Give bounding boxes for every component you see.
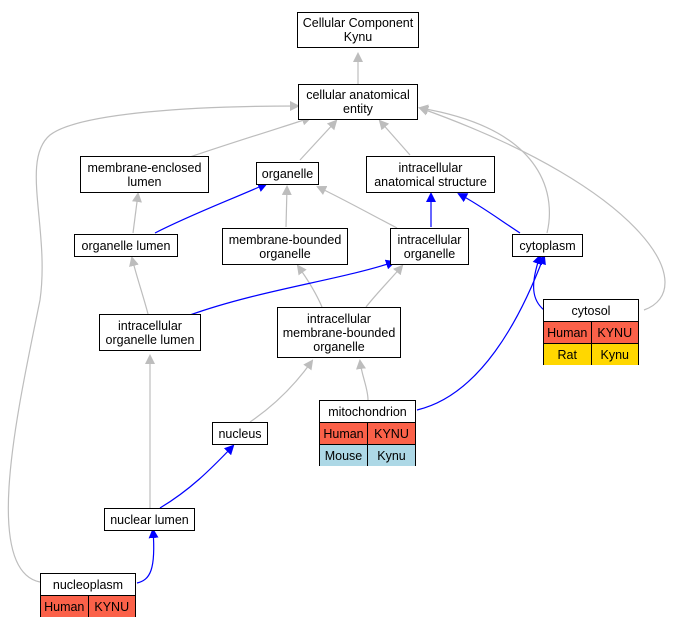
node-intracellular-organelle: intracellular organelle <box>390 228 469 265</box>
node-label-line: lumen <box>127 174 162 189</box>
node-organelle-lumen: organelle lumen <box>74 234 178 257</box>
species-cell: Human <box>323 426 364 441</box>
node-label-line: cytoplasm <box>519 238 576 253</box>
table-row: Mouse Kynu <box>320 445 415 466</box>
node-cytosol: cytosol Human KYNU Rat Kynu <box>543 299 639 365</box>
edge-io-org <box>316 185 398 229</box>
node-label-line: membrane-bounded <box>282 325 396 340</box>
node-membrane-bounded-organelle: membrane-bounded organelle <box>222 228 348 265</box>
table-row: Rat Kynu <box>544 344 638 365</box>
edge-nucleo-nl <box>136 528 159 584</box>
edge-nl-nucleus <box>159 444 235 509</box>
edge-mito-imbo <box>356 359 369 401</box>
edge-imbo-io <box>365 264 404 308</box>
edge-nucleus-imbo <box>249 359 314 423</box>
node-cellular-anatomical-entity: cellular anatomical entity <box>298 84 418 120</box>
node-label-line: membrane-enclosed <box>87 160 202 175</box>
edge-mbo-org <box>281 185 292 228</box>
edge-mito-cyto <box>416 254 546 411</box>
node-label-line: Cellular Component <box>302 16 414 30</box>
gene-cell: Kynu <box>367 445 415 466</box>
edge-cyto-ias <box>457 193 521 234</box>
edge-cyto-cae <box>418 104 550 234</box>
edge-nucleo-cae <box>7 101 300 583</box>
node-intracellular-organelle-lumen: intracellular organelle lumen <box>99 314 201 351</box>
node-label-line: organelle <box>261 166 314 181</box>
species-cell: Rat <box>557 347 577 362</box>
node-nucleus: nucleus <box>212 422 268 445</box>
node-label-line: organelle lumen <box>81 238 171 253</box>
table-title: cytosol <box>544 300 638 322</box>
edge-orgl-org <box>154 182 268 234</box>
node-label-line: organelle lumen <box>105 332 195 347</box>
node-mitochondrion: mitochondrion Human KYNU Mouse Kynu <box>319 400 416 466</box>
node-label-line: organelle <box>259 246 311 261</box>
table-row: Human KYNU <box>41 596 135 617</box>
gene-cell: KYNU <box>367 423 415 444</box>
node-nuclear-lumen: nuclear lumen <box>104 508 195 531</box>
table-title: nucleoplasm <box>41 574 135 596</box>
node-organelle: organelle <box>256 162 319 185</box>
node-intracellular-anatomical-structure: intracellular anatomical structure <box>366 156 495 193</box>
node-label-line: nuclear lumen <box>110 512 189 527</box>
edge-imbo-mbo <box>296 264 323 308</box>
edge-cytosol-cae <box>418 105 666 311</box>
node-label-line: intracellular <box>398 160 463 175</box>
node-label-line: organelle <box>313 339 365 354</box>
node-label-line: organelle <box>403 246 456 261</box>
gene-cell: KYNU <box>87 596 136 617</box>
node-nucleoplasm: nucleoplasm Human KYNU <box>40 573 136 617</box>
table-title: mitochondrion <box>320 401 415 423</box>
edge-ias-cae <box>378 119 411 156</box>
node-label-line: anatomical structure <box>374 174 487 189</box>
species-cell: Human <box>547 325 588 340</box>
node-label-line: cellular anatomical <box>306 88 410 102</box>
node-label-line: intracellular <box>397 232 462 247</box>
node-cytoplasm: cytoplasm <box>512 234 583 257</box>
node-label-line: nucleus <box>218 426 262 441</box>
edge-iol-orgl <box>129 256 149 315</box>
edge-org-cae <box>299 119 338 161</box>
species-cell: Human <box>44 599 85 614</box>
node-label-line: entity <box>343 102 373 116</box>
edge-mel-cae <box>189 115 312 158</box>
gene-cell: KYNU <box>590 322 639 343</box>
table-row: Human KYNU <box>544 322 638 344</box>
node-label-line: intracellular <box>118 318 182 333</box>
table-row: Human KYNU <box>320 423 415 445</box>
node-cellular-component-kynu: Cellular Component Kynu <box>297 12 419 48</box>
species-cell: Mouse <box>324 448 363 463</box>
node-label-line: intracellular <box>307 311 371 326</box>
gene-cell: Kynu <box>590 344 639 365</box>
node-membrane-enclosed-lumen: membrane-enclosed lumen <box>80 156 209 193</box>
edge-iol-io <box>189 259 396 316</box>
node-intracellular-membrane-bounded-organelle: intracellular membrane-bounded organelle <box>277 307 401 358</box>
edge-cytosol-cyto <box>532 254 545 311</box>
node-label-line: membrane-bounded <box>228 232 342 247</box>
node-label-line: Kynu <box>343 30 373 44</box>
edge-orgl-mel <box>132 192 142 234</box>
